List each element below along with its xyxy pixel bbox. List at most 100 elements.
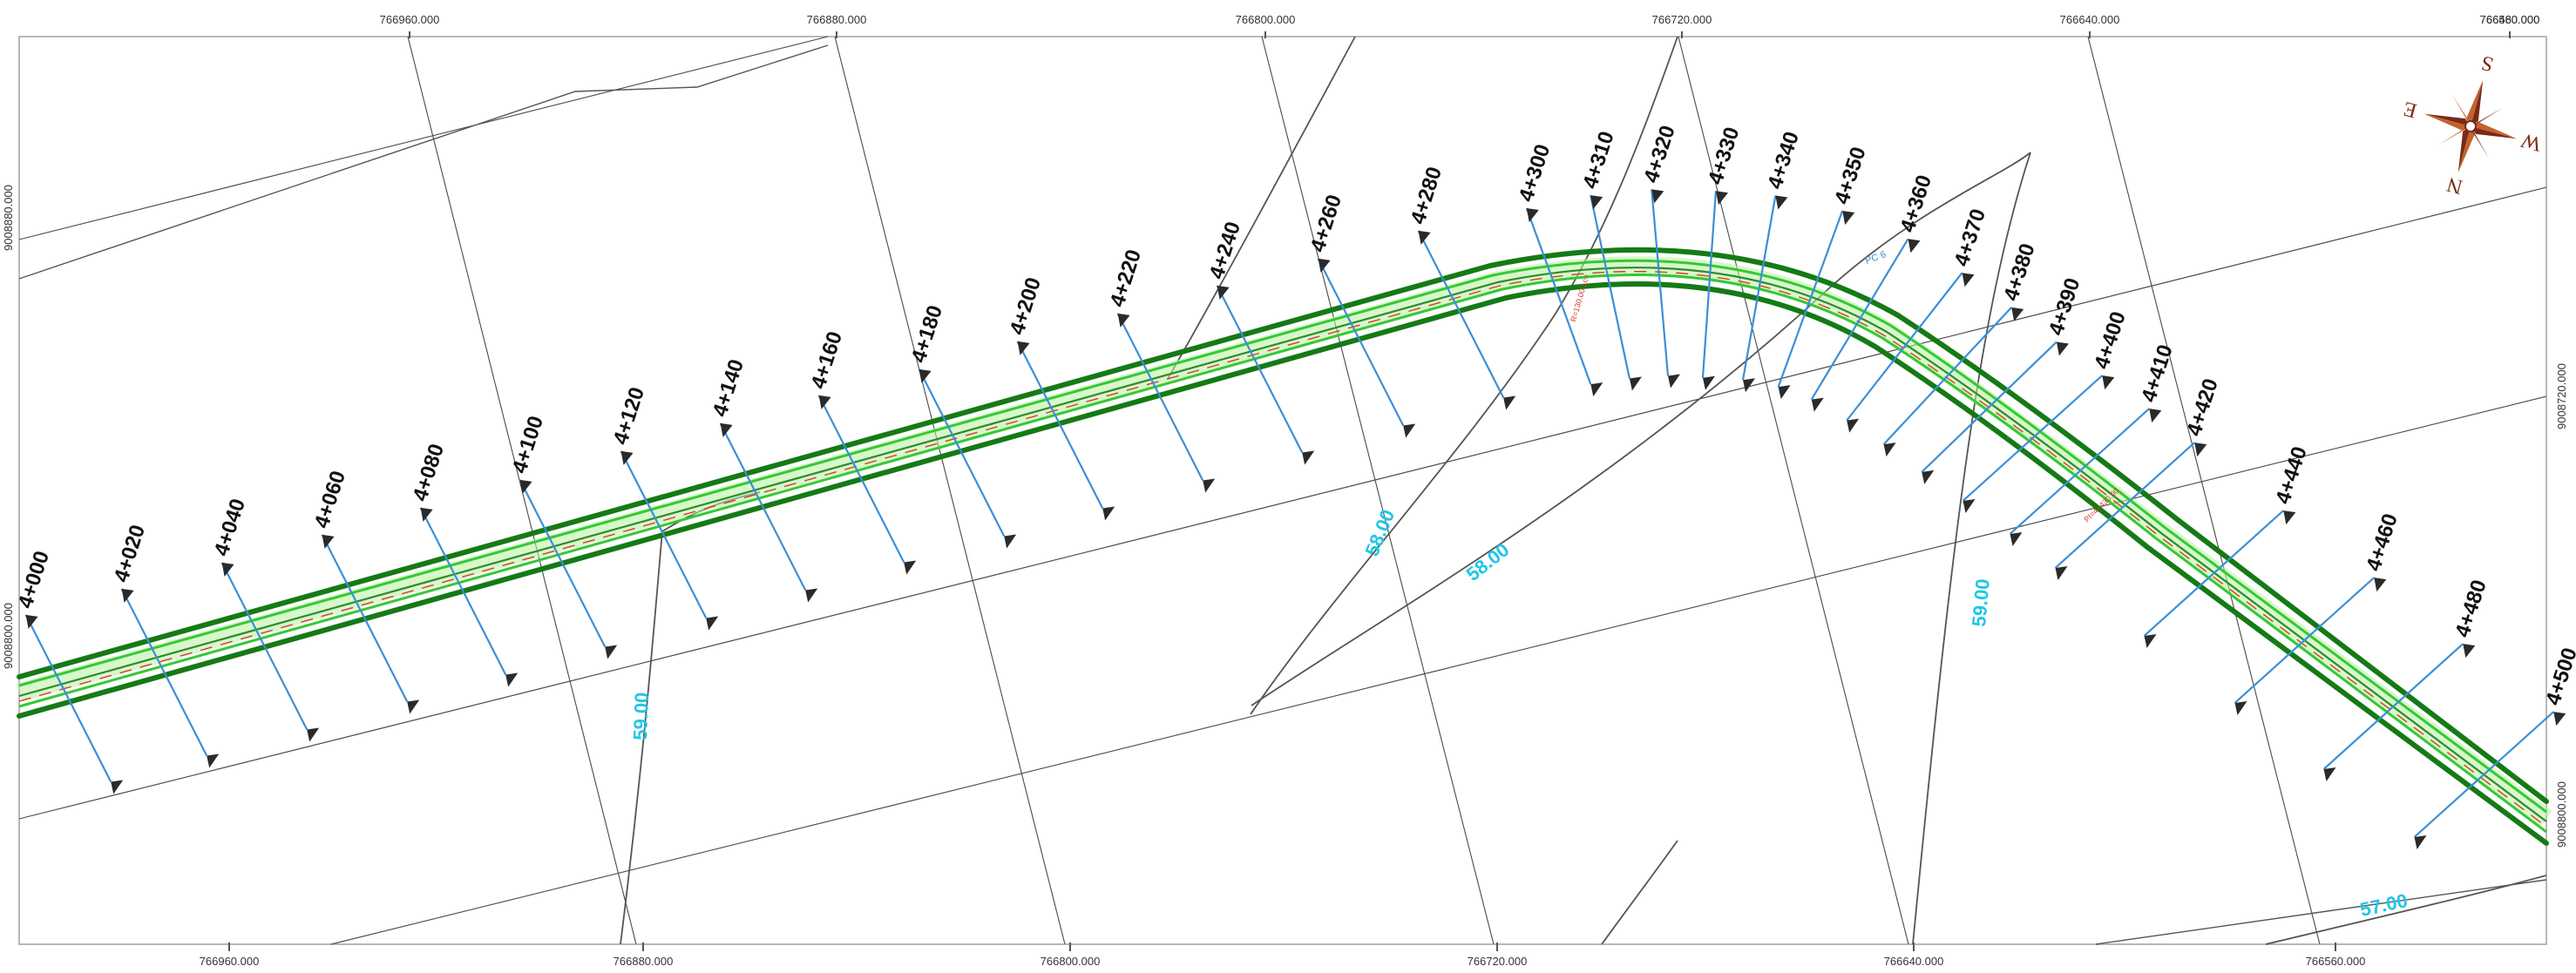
section-arrow-icon	[1217, 285, 1230, 300]
section-arrow-icon	[720, 422, 733, 437]
contour-line	[2265, 875, 2547, 945]
section-arrow-icon	[2056, 341, 2069, 356]
section-arrow-icon	[1842, 211, 1855, 226]
section-arrow-icon	[111, 780, 124, 794]
section-arrow-icon	[307, 727, 320, 742]
section-arrow-icon	[1102, 506, 1115, 521]
station-label: 4+260	[1306, 192, 1347, 254]
section-arrow-icon	[2194, 443, 2207, 457]
grid-line	[330, 395, 2547, 945]
station-label: 4+160	[807, 328, 848, 391]
station-line	[817, 395, 905, 563]
station-label: 4+310	[1578, 129, 1619, 192]
section-arrow-icon	[1318, 258, 1331, 273]
section-arrow-icon	[221, 562, 234, 577]
section-arrow-icon	[620, 450, 634, 465]
compass-north-letter: N	[2444, 172, 2464, 199]
station-line	[1525, 207, 1592, 385]
section-arrow-icon	[2149, 409, 2162, 423]
contour-line	[1167, 36, 1356, 380]
right-axis-label: 9008800.000	[2555, 781, 2568, 848]
station-line	[2009, 408, 2151, 535]
section-arrow-icon	[25, 614, 38, 629]
section-arrow-icon	[519, 479, 532, 494]
station-label: 4+040	[210, 496, 251, 558]
section-arrow-icon	[2374, 578, 2387, 592]
station-line	[1016, 341, 1104, 509]
section-arrow-icon	[2414, 834, 2427, 849]
section-arrow-icon	[1203, 478, 1216, 493]
station-label: 4+410	[2137, 341, 2178, 404]
contour-elevation-label: 59.00	[629, 692, 653, 740]
section-arrow-icon	[1590, 195, 1603, 210]
section-arrow-icon	[2011, 307, 2024, 321]
station-line	[1921, 341, 2057, 473]
section-arrow-icon	[1811, 397, 1824, 412]
station-label: 4+390	[2044, 275, 2085, 338]
bottom-axis-label: 766800.000	[1041, 955, 1101, 968]
road-lane-line	[18, 259, 2547, 814]
station-label: 4+340	[1763, 129, 1804, 192]
compass-rose: N S E W	[2401, 51, 2544, 199]
station-line	[918, 368, 1006, 537]
section-arrow-icon	[2102, 375, 2115, 390]
station-label: 4+320	[1639, 123, 1680, 186]
section-arrow-icon	[1302, 450, 1315, 465]
contour-line	[1250, 36, 1678, 715]
grid-line	[18, 186, 2547, 820]
top-axis-label: 766560.000	[2480, 13, 2540, 26]
parcel-line	[2095, 879, 2547, 945]
bottom-axis-label: 766880.000	[613, 955, 674, 968]
station-label: 4+400	[2090, 308, 2131, 371]
parcel-line	[18, 44, 829, 280]
top-axis-label: 766640.000	[2060, 13, 2120, 26]
station-line	[1417, 230, 1505, 398]
section-arrow-icon	[2283, 510, 2296, 525]
station-line	[2322, 643, 2464, 770]
station-line	[620, 450, 708, 618]
bottom-axis-label: 766560.000	[2306, 955, 2366, 968]
bottom-axis-label: 766960.000	[200, 955, 260, 968]
contour-elevation-label: 57.00	[2358, 889, 2410, 921]
section-arrow-icon	[919, 368, 932, 383]
contour-elevation-label: 59.00	[1968, 578, 1994, 627]
section-arrow-icon	[706, 616, 719, 631]
station-line	[1741, 195, 1777, 381]
station-line	[24, 614, 112, 782]
section-arrow-icon	[1668, 374, 1681, 389]
station-label: 4+380	[1999, 240, 2040, 303]
station-label: 4+020	[110, 522, 151, 584]
section-arrow-icon	[1503, 395, 1516, 410]
station-label: 4+180	[907, 302, 948, 365]
station-label: 4+420	[2182, 375, 2223, 438]
station-label: 4+440	[2271, 443, 2312, 506]
section-arrow-icon	[1702, 375, 1715, 390]
station-line	[1777, 210, 1844, 388]
station-label: 4+370	[1950, 206, 1991, 269]
section-arrow-icon	[121, 588, 134, 603]
contour-line	[1912, 152, 2031, 945]
station-label: 4+460	[2362, 510, 2403, 573]
station-line	[2234, 577, 2376, 704]
station-label: 4+350	[1830, 144, 1871, 206]
station-line	[1216, 285, 1304, 453]
section-arrow-icon	[1017, 341, 1030, 355]
station-line	[419, 507, 507, 675]
road-lane-line	[18, 274, 2547, 834]
station-line	[519, 479, 607, 647]
section-arrow-icon	[207, 753, 220, 768]
right-axis-label: 9008720.000	[2555, 363, 2568, 429]
section-arrow-icon	[904, 560, 917, 575]
section-arrow-icon	[407, 699, 420, 714]
parcel-boundaries	[18, 44, 2547, 945]
station-label: 4+060	[310, 468, 351, 530]
compass-icon	[2423, 79, 2518, 173]
grid-line	[2087, 36, 2321, 945]
station-line	[2054, 442, 2196, 569]
grid-line	[1678, 36, 1909, 945]
section-arrow-icon	[1117, 313, 1130, 328]
station-line	[1810, 238, 1909, 401]
station-line	[220, 562, 308, 730]
